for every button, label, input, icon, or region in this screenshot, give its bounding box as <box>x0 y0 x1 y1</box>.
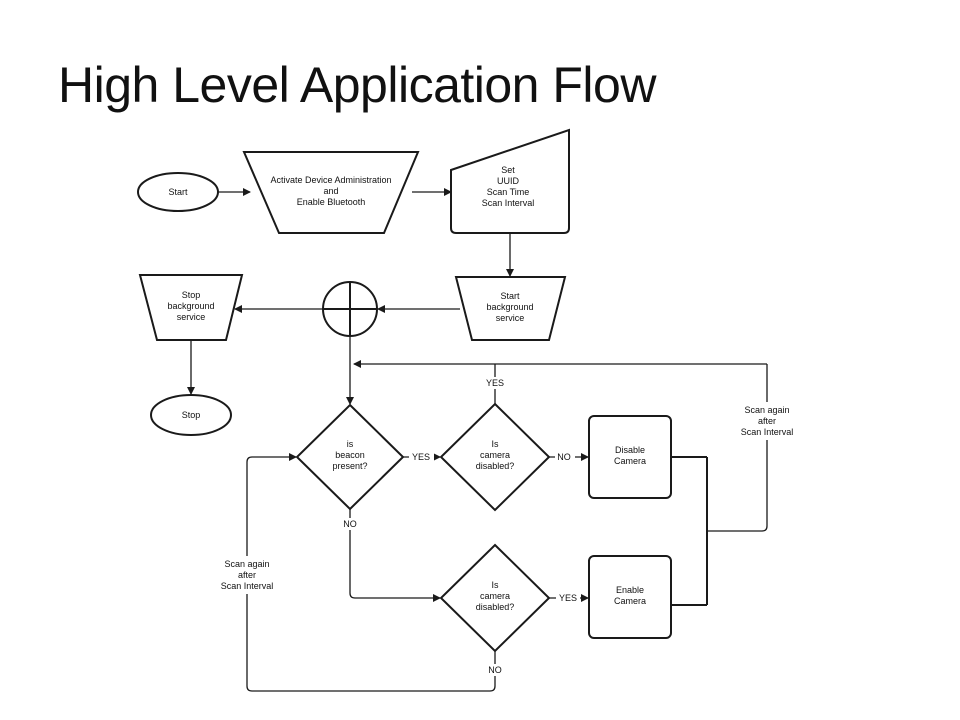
cam-bottom-no-label: NO <box>488 665 502 675</box>
stop-service-label-2: background <box>167 301 214 311</box>
set-label-1: Set <box>501 165 515 175</box>
edge-label-bg <box>486 664 504 676</box>
page-title: High Level Application Flow <box>58 57 656 113</box>
beacon-yes-label: YES <box>412 452 430 462</box>
set-label-4: Scan Interval <box>482 198 535 208</box>
enable-camera-label-1: Enable <box>616 585 644 595</box>
beacon-no-label: NO <box>343 519 357 529</box>
edge-loop-right <box>740 364 768 532</box>
stop-service-node <box>138 274 244 341</box>
disable-camera-label-1: Disable <box>615 445 645 455</box>
scan-again-left-1: Scan again <box>224 559 269 569</box>
cam-top-yes-label: YES <box>486 378 504 388</box>
start-service-label-1: Start <box>500 291 520 301</box>
disable-camera-label-2: Camera <box>614 456 646 466</box>
activate-label-1: Activate Device Administration <box>270 175 391 185</box>
edge-label-bg <box>409 451 434 463</box>
edge-label-bg <box>483 377 507 389</box>
scan-again-left-3: Scan Interval <box>221 581 274 591</box>
stop-terminator <box>150 394 232 436</box>
set-label-2: UUID <box>497 176 519 186</box>
camera-top-label-2: camera <box>480 450 510 460</box>
cam-top-no-label: NO <box>557 452 571 462</box>
camera-bottom-label-2: camera <box>480 591 510 601</box>
start-service-label-3: service <box>496 313 525 323</box>
beacon-label-2: beacon <box>335 450 365 460</box>
start-service-node <box>454 276 567 341</box>
stop-label: Stop <box>182 410 201 420</box>
beacon-label-1: is <box>347 439 354 449</box>
activate-label-3: Enable Bluetooth <box>297 197 366 207</box>
scan-again-right-3: Scan Interval <box>741 427 794 437</box>
stop-service-label-1: Stop <box>182 290 201 300</box>
activate-node <box>242 151 420 234</box>
camera-top-label-3: disabled? <box>476 461 515 471</box>
beacon-label-3: present? <box>332 461 367 471</box>
scan-again-right-1: Scan again <box>744 405 789 415</box>
edge-label-bg <box>556 592 580 604</box>
edge-beacon-no <box>349 509 441 602</box>
stop-service-label-3: service <box>177 312 206 322</box>
edge-label-bg <box>730 402 804 440</box>
activate-label-2: and <box>323 186 338 196</box>
camera-bottom-label-1: Is <box>491 580 499 590</box>
enable-camera-node <box>588 555 672 639</box>
edge-label-bg <box>212 556 282 594</box>
edge-label-bg <box>555 451 575 463</box>
enable-camera-label-2: Camera <box>614 596 646 606</box>
start-label: Start <box>168 187 188 197</box>
edge-label-bg <box>341 518 359 530</box>
camera-bottom-label-3: disabled? <box>476 602 515 612</box>
scan-again-right-2: after <box>758 416 776 426</box>
set-node <box>450 128 570 234</box>
camera-top-decision <box>439 402 551 512</box>
scan-again-left-2: after <box>238 570 256 580</box>
cam-bottom-yes-label: YES <box>559 593 577 603</box>
camera-top-label-1: Is <box>491 439 499 449</box>
set-label-3: Scan Time <box>487 187 530 197</box>
edge-loop-left <box>246 453 496 692</box>
start-service-label-2: background <box>486 302 533 312</box>
